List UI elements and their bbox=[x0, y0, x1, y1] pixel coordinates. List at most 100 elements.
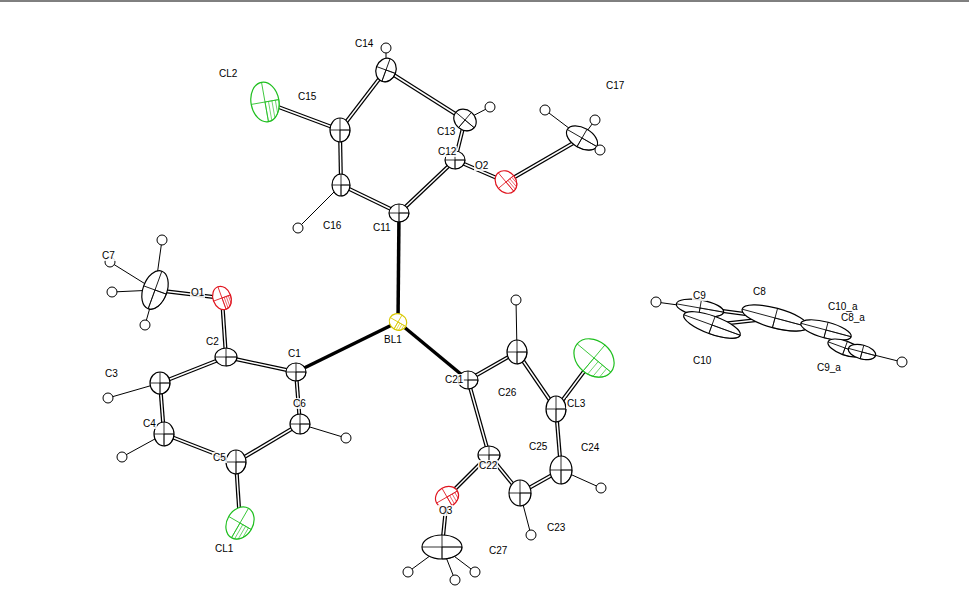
ellipsoid-outline bbox=[566, 331, 622, 385]
atom-label: C8 bbox=[752, 286, 767, 297]
atom-label: C12 bbox=[437, 146, 457, 157]
ellipsoid-outline bbox=[386, 311, 410, 334]
atom-ellipsoid bbox=[226, 450, 246, 474]
bond-line bbox=[399, 160, 455, 213]
atom-label: C13 bbox=[436, 126, 456, 137]
atom-label: C1 bbox=[287, 348, 302, 359]
ellipsoid-octant bbox=[226, 357, 237, 366]
hydrogen-atom bbox=[293, 223, 303, 233]
ellipsoid-octant bbox=[164, 434, 174, 446]
atom-ellipsoid bbox=[550, 456, 572, 484]
ellipsoid-octant bbox=[506, 176, 521, 192]
ellipsoid-hatch bbox=[510, 179, 517, 187]
atom-ellipsoid bbox=[137, 267, 173, 313]
atom-label: C17 bbox=[605, 80, 625, 91]
atom-label: O1 bbox=[190, 287, 205, 298]
atom-label: C8_a bbox=[840, 312, 866, 323]
ellipsoid-octant bbox=[236, 462, 246, 474]
hydrogen-atom bbox=[485, 102, 495, 112]
ellipsoid-octant bbox=[160, 383, 170, 394]
ellipsoid-outline bbox=[150, 372, 170, 394]
atom-label: C11 bbox=[372, 222, 392, 233]
ellipsoid-octant bbox=[340, 130, 350, 142]
ellipsoid-outline bbox=[286, 363, 306, 381]
ellipsoid-octant bbox=[517, 352, 527, 364]
ellipsoid-hatch bbox=[512, 177, 517, 183]
hydrogen-atom bbox=[897, 357, 907, 367]
hydrogen-atom bbox=[596, 483, 606, 493]
bond-line bbox=[399, 160, 455, 213]
atom-ellipsoid bbox=[332, 174, 350, 196]
atom-ellipsoid bbox=[330, 118, 350, 142]
atom-ellipsoid bbox=[209, 284, 234, 313]
hydrogen-atom bbox=[381, 43, 391, 53]
hydrogen-atom bbox=[450, 575, 460, 585]
ellipsoid-outline bbox=[154, 422, 174, 446]
ellipsoid-octant bbox=[394, 322, 406, 333]
atom-ellipsoid bbox=[150, 372, 170, 394]
ellipsoid-outline bbox=[209, 284, 234, 313]
atom-label: C7 bbox=[101, 250, 116, 261]
hydrogen-atom bbox=[470, 567, 480, 577]
atom-label: BL1 bbox=[383, 334, 403, 345]
atom-ellipsoid bbox=[220, 502, 260, 544]
ellipsoid-octant bbox=[860, 352, 875, 362]
ellipsoid-outline bbox=[546, 396, 566, 422]
ellipsoid-octant bbox=[232, 523, 252, 544]
atom-label: C6 bbox=[292, 398, 307, 409]
hydrogen-atom bbox=[540, 105, 550, 115]
atom-label: C22 bbox=[478, 460, 498, 471]
bond-line bbox=[506, 138, 582, 182]
ellipsoid-octant bbox=[455, 160, 465, 169]
atom-label: C24 bbox=[580, 442, 600, 453]
hydrogen-atom bbox=[526, 530, 536, 540]
atom-ellipsoid bbox=[389, 204, 409, 222]
bond-line bbox=[236, 424, 300, 462]
ellipsoid-octant bbox=[561, 470, 572, 484]
bond-line bbox=[164, 434, 236, 462]
ellipsoid-hatch bbox=[243, 528, 249, 538]
atom-label: C3 bbox=[104, 368, 119, 379]
hydrogen-atom bbox=[595, 145, 605, 155]
atom-label: C14 bbox=[354, 38, 374, 49]
atom-ellipsoid bbox=[507, 340, 527, 364]
ellipsoid-octant bbox=[341, 185, 350, 196]
bond-line bbox=[226, 357, 296, 372]
hydrogen-atom bbox=[403, 567, 413, 577]
ellipsoid-outline bbox=[507, 340, 527, 364]
boron-bond bbox=[398, 322, 468, 380]
hydrogen-atom bbox=[157, 235, 167, 245]
hydrogen-atom bbox=[107, 287, 117, 297]
atom-ellipsoid bbox=[681, 306, 744, 343]
atom-ellipsoid bbox=[286, 363, 306, 381]
ellipsoid-hatch bbox=[268, 101, 271, 120]
atom-label: C15 bbox=[297, 91, 317, 102]
ellipsoid-octant bbox=[556, 409, 566, 422]
atom-label: CL3 bbox=[566, 398, 586, 409]
ellipsoid-hatch bbox=[228, 296, 231, 303]
atom-ellipsoid bbox=[154, 422, 174, 446]
bond-line bbox=[386, 70, 465, 120]
atom-label: C26 bbox=[497, 387, 517, 398]
bond-line bbox=[468, 380, 489, 455]
atom-label: C10 bbox=[692, 355, 712, 366]
ellipsoid-hatch bbox=[275, 100, 277, 113]
atom-label: C5 bbox=[212, 452, 227, 463]
hydrogen-atom bbox=[140, 320, 150, 330]
bond-line bbox=[164, 434, 236, 462]
ellipsoid-outline bbox=[509, 480, 531, 506]
ellipsoid-hatch bbox=[224, 297, 228, 308]
ellipsoid-hatch bbox=[455, 493, 458, 499]
bond-line bbox=[236, 424, 300, 462]
atom-ellipsoid bbox=[491, 166, 522, 197]
atom-label: O2 bbox=[474, 160, 489, 171]
ellipsoid-octant bbox=[399, 213, 409, 222]
ellipsoid-octant bbox=[520, 493, 531, 506]
ellipsoid-outline bbox=[681, 306, 744, 343]
ellipsoid-outline bbox=[491, 166, 522, 197]
ellipsoid-outline bbox=[215, 348, 237, 366]
hydrogen-atom bbox=[117, 452, 127, 462]
ellipsoid-outline bbox=[372, 55, 399, 84]
